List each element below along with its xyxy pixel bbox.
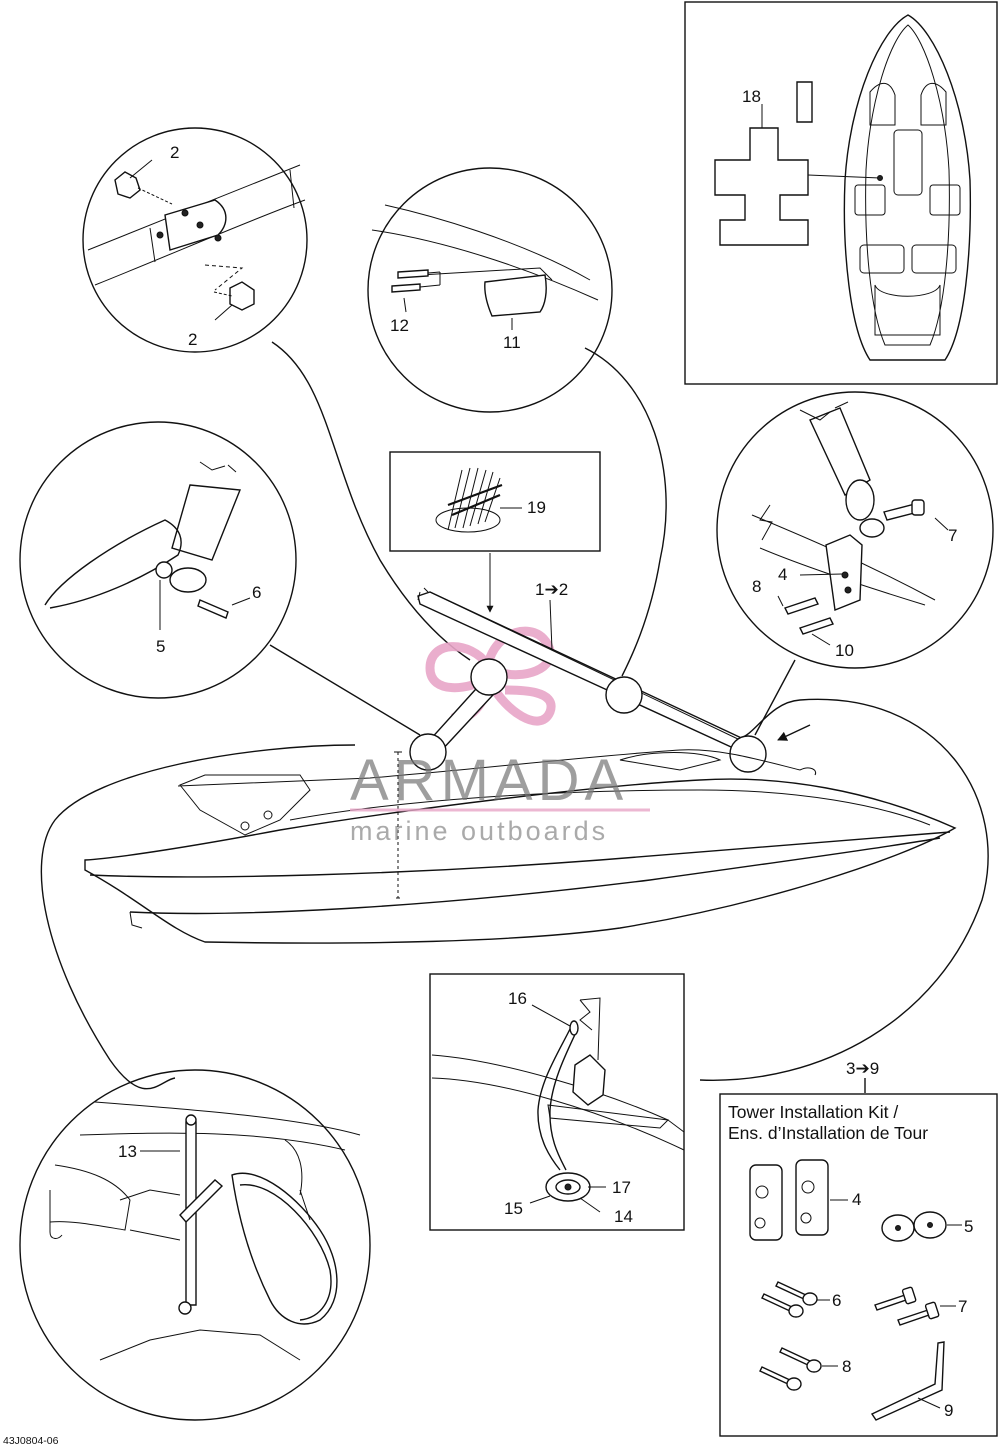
callout-5-detail: 5 <box>156 637 165 656</box>
kit-callout-7: 7 <box>958 1297 967 1316</box>
callout-2-upper: 2 <box>170 143 179 162</box>
boat-bubble-outline <box>40 698 989 1090</box>
callout-2-lower: 2 <box>188 330 197 349</box>
callout-19: 19 <box>527 498 546 517</box>
callout-1-to-2: 1➔2 <box>535 580 568 599</box>
detail-circle-fin-mount <box>19 421 297 699</box>
kit-screw-6-part <box>761 1281 830 1318</box>
detail-circle-tower-base <box>716 391 994 669</box>
tower-assembly <box>409 587 767 773</box>
watermark-brand: ARMADA <box>350 748 628 813</box>
detail-circle-knob <box>82 127 308 353</box>
callout-3-to-9: 3➔9 <box>846 1059 879 1078</box>
kit-title-fr: Ens. d’Installation de Tour <box>728 1123 928 1143</box>
leader-1-to-2 <box>549 599 553 651</box>
callout-11: 11 <box>503 333 521 352</box>
leader-line-detail-5 <box>269 644 421 736</box>
callout-14: 14 <box>614 1207 633 1226</box>
leader-line-detail-4 <box>754 659 796 736</box>
kit-callout-5: 5 <box>964 1217 973 1236</box>
kit-bracket-part <box>749 1159 848 1241</box>
kit-box <box>719 1093 998 1437</box>
callout-6: 6 <box>252 583 261 602</box>
detail-box-floor-mat <box>684 1 998 385</box>
callout-7: 7 <box>948 526 957 545</box>
callout-13: 13 <box>118 1142 137 1161</box>
callout-15: 15 <box>504 1199 523 1218</box>
callout-8-detail: 8 <box>752 577 761 596</box>
callout-18: 18 <box>742 87 761 106</box>
leader-curve-detail-2 <box>271 341 471 661</box>
leader-curve-detail-11 <box>584 347 667 677</box>
kit-screw-8-part <box>759 1347 838 1391</box>
callout-12: 12 <box>390 316 409 335</box>
callout-4-detail: 4 <box>778 565 787 584</box>
kit-hex-key-part <box>870 1341 945 1421</box>
boat-side-view <box>84 749 957 944</box>
kit-callout-4: 4 <box>852 1190 861 1209</box>
kit-bolt-7-part <box>874 1286 956 1326</box>
detail-box-tether <box>429 973 685 1231</box>
kit-callout-8: 8 <box>842 1357 851 1376</box>
callout-16: 16 <box>508 989 527 1008</box>
kit-callout-9: 9 <box>944 1401 953 1420</box>
callout-17: 17 <box>612 1178 631 1197</box>
detail-circle-mirror <box>367 167 613 413</box>
kit-title-en: Tower Installation Kit / <box>728 1102 898 1122</box>
callout-10: 10 <box>835 641 854 660</box>
arrow-to-boat <box>777 724 811 741</box>
detail-box-cable-ties <box>389 451 601 552</box>
kit-callout-6: 6 <box>832 1291 841 1310</box>
detail-circle-rod <box>19 1069 371 1421</box>
kit-washer-part <box>881 1211 962 1242</box>
watermark-tagline: marine outboards <box>350 816 608 846</box>
document-id: 43J0804-06 <box>3 1435 59 1447</box>
